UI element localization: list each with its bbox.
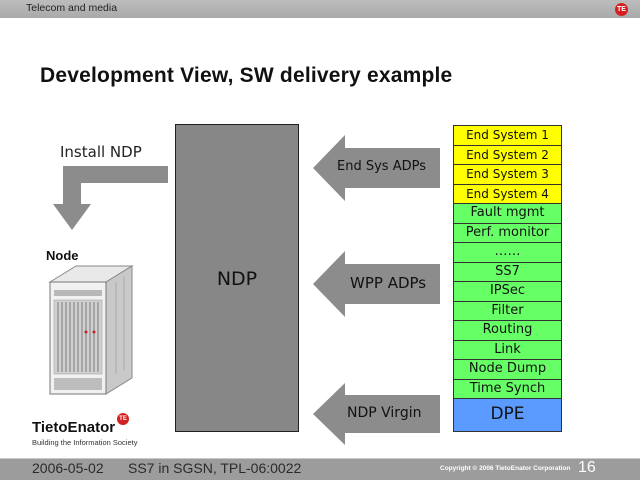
ndp-label: NDP [216, 268, 258, 290]
node-rack-icon [48, 265, 134, 395]
logo-tagline: Building the Information Society [32, 438, 138, 447]
wpp-adps-label: WPP ADPs [350, 274, 427, 292]
footer-copyright: Copyright © 2006 TietoEnator Corporation [440, 465, 571, 472]
stack-item-end-system-3: End System 3 [454, 165, 561, 185]
end-sys-adps-arrow-icon [313, 135, 440, 201]
stack-item-ellipsis: …… [454, 243, 561, 263]
stack-item-ss7: SS7 [454, 262, 561, 282]
ndp-virgin-label: NDP Virgin [347, 405, 422, 421]
stack-item-perf-monitor: Perf. monitor [454, 223, 561, 243]
ndp-box: NDP [175, 124, 299, 432]
stack-item-ipsec: IPSec [454, 282, 561, 302]
stack-item-fault-mgmt: Fault mgmt [454, 204, 561, 224]
tietoenator-logo: TietoEnator [32, 419, 116, 436]
footer-page-number: 16 [578, 459, 596, 476]
page-title: Development View, SW delivery example [40, 64, 453, 87]
stack-item-routing: Routing [454, 321, 561, 341]
node-label: Node [46, 248, 79, 263]
software-stack: End System 1 End System 2 End System 3 E… [453, 125, 562, 432]
header-title: Telecom and media [26, 2, 118, 14]
tietoenator-badge-icon: TE [117, 413, 129, 425]
footer-bar: 2006-05-02 SS7 in SGSN, TPL-06:0022 Copy… [0, 459, 640, 480]
install-ndp-label: Install NDP [60, 143, 142, 161]
stack-item-end-system-1: End System 1 [454, 126, 561, 146]
footer-date: 2006-05-02 [32, 460, 104, 476]
stack-item-end-system-2: End System 2 [454, 145, 561, 165]
tietoenator-logo-icon: TE [615, 3, 628, 16]
wpp-adps-arrow-icon [313, 251, 440, 317]
end-sys-adps-label: End Sys ADPs [337, 159, 426, 174]
stack-item-node-dump: Node Dump [454, 360, 561, 380]
footer-divider [0, 458, 640, 459]
stack-item-link: Link [454, 340, 561, 360]
footer-doc-title: SS7 in SGSN, TPL-06:0022 [128, 460, 302, 476]
stack-item-time-synch: Time Synch [454, 379, 561, 399]
install-arrow-icon [53, 166, 168, 230]
header-bar: Telecom and media TE [0, 0, 640, 18]
stack-item-dpe: DPE [454, 399, 561, 431]
ndp-virgin-arrow-icon [313, 383, 440, 445]
stack-item-filter: Filter [454, 301, 561, 321]
stack-item-end-system-4: End System 4 [454, 184, 561, 204]
